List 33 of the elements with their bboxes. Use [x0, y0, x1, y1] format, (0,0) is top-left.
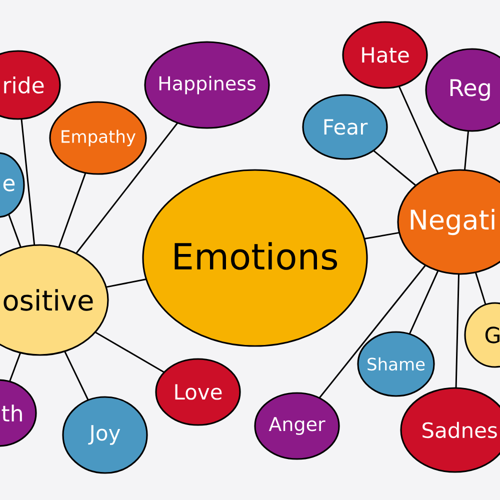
- connector-line: [64, 351, 89, 400]
- bubble: Empathy: [49, 101, 147, 175]
- bubble: Fear: [302, 94, 388, 160]
- connector-line: [8, 214, 22, 248]
- bubble: ride: [0, 50, 61, 120]
- connector-line: [76, 122, 178, 254]
- bubble: Shame: [357, 331, 435, 397]
- connector-line: [408, 270, 439, 334]
- connector-line: [318, 264, 426, 398]
- bubble: Happiness: [144, 41, 270, 129]
- bubble: Joy: [62, 396, 148, 474]
- bubble: Emotions: [142, 169, 368, 347]
- bubble: ositive: [0, 244, 109, 356]
- bubble: Sadnes: [400, 387, 500, 473]
- connector-line: [106, 278, 146, 288]
- connector-line: [364, 232, 400, 240]
- connector-line: [455, 274, 460, 388]
- connector-line: [373, 150, 416, 186]
- bubble: G: [464, 302, 500, 368]
- bubble: e: [0, 152, 25, 218]
- connector-line: [398, 86, 439, 174]
- bubble: Love: [155, 358, 241, 426]
- connector-line: [474, 272, 486, 305]
- bubble: Hate: [342, 21, 428, 89]
- connector-line: [94, 332, 164, 373]
- connector-line: [58, 172, 86, 248]
- bubble: Negati: [397, 169, 500, 275]
- bubble: Anger: [254, 392, 340, 460]
- connector-line: [9, 352, 22, 382]
- connector-line: [20, 119, 36, 246]
- bubble: Reg: [425, 48, 500, 132]
- bubble: th: [0, 379, 37, 447]
- connector-line: [464, 131, 470, 170]
